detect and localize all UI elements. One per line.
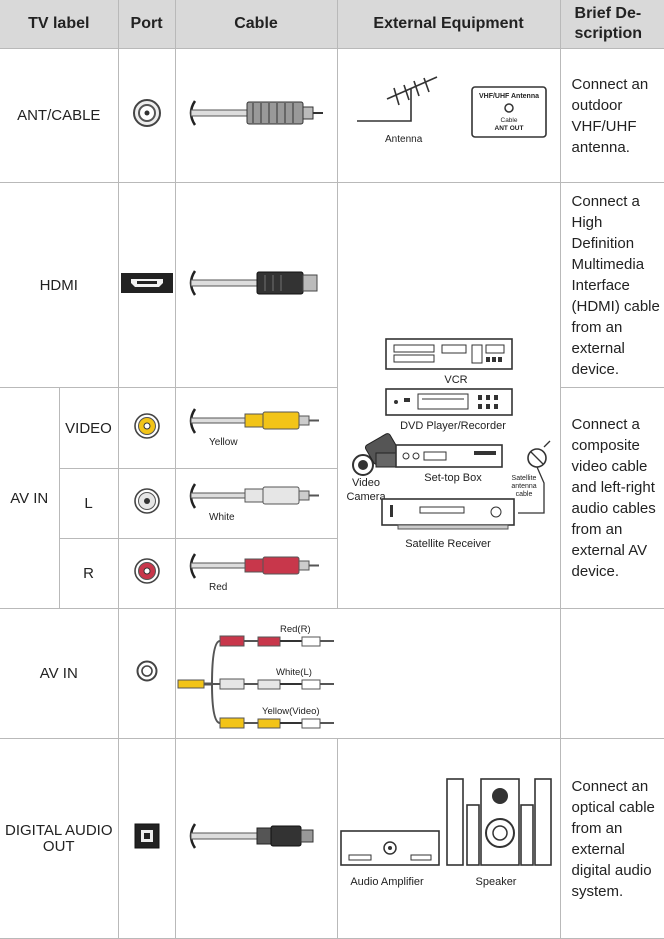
label-left: L [59,468,119,539]
rca-white-cable-icon: White [189,483,320,523]
av-devices-illustration: VCR DVD Player/Recorder Video [346,338,550,550]
row-hdmi: HDMI [0,182,664,609]
caption-amplifier: Audio Amplifier [350,876,424,888]
desc-av-in-mini [559,608,664,739]
port-ant-cable [117,48,176,183]
coax-cable-icon [189,100,324,126]
rca-red-port-icon [133,558,160,584]
header-tv-label: TV label [0,0,119,49]
cable-color-red: Red [209,582,227,593]
row-av-in-mini: AV IN [0,608,664,739]
row-digital-audio: DIGITAL AUDIO OUT [0,738,664,939]
adapter-label-red: Red(R) [280,624,311,635]
equipment-audio: Audio Amplifier Speaker [336,738,561,939]
antenna-illustration: Antenna VHF/UHF Antenna Cable ANT OUT [356,76,547,145]
header-external-equipment: External Equipment [336,0,561,49]
desc-av-in: Connect a composite video cable and left… [559,387,664,609]
speaker-icon [445,778,552,866]
rca-yellow-port-icon [133,412,160,439]
equipment-antenna: Antenna VHF/UHF Antenna Cable ANT OUT [336,48,561,183]
label-right: R [59,538,119,609]
cable-left: White [174,468,338,539]
port-left [117,468,176,539]
caption-camera-line2: Camera [346,491,386,503]
equipment-av-devices: VCR DVD Player/Recorder Video [336,182,561,609]
audio-amplifier-icon [339,830,440,866]
av-adapter-cable-icon: Red(R) White(L) Yellow(Video) [177,624,334,729]
coax-port-icon [132,99,161,127]
optical-cable-icon [189,823,314,849]
port-digital-audio [117,738,176,939]
port-right [117,538,176,609]
audio-system-illustration: Audio Amplifier Speaker [339,778,552,888]
cable-video: Yellow [174,387,338,469]
jack-box-sub2: ANT OUT [494,125,523,132]
wall-jack-icon [503,103,514,113]
header-port: Port [117,0,176,49]
jack-box-sub: Cable [500,117,517,124]
label-hdmi: HDMI [0,182,119,388]
row-av-left: L White [0,468,664,539]
caption-vcr: VCR [444,374,467,386]
cable-coax [174,48,338,183]
caption-sat-cable-2: antenna [511,483,536,490]
dvd-player-icon [384,388,513,416]
cable-color-white: White [209,512,235,523]
rca-white-port-icon [133,488,160,514]
hdmi-cable-icon [189,269,318,296]
label-av-in-group: AV IN [0,387,60,609]
desc-ant-cable: Connect an outdoor VHF/UHF antenna. [559,48,664,183]
optical-port-icon [134,823,160,849]
caption-dvd: DVD Player/Recorder [400,420,506,432]
cable-hdmi [174,182,338,388]
hdmi-port-icon [120,272,173,293]
caption-speaker: Speaker [475,876,516,888]
row-av-video: AV IN VIDEO Yellow Connect a composite v… [0,387,664,609]
rca-yellow-cable-icon: Yellow [189,407,320,448]
row-av-right: R Red [0,538,664,609]
cable-optical [174,738,338,939]
vcr-icon [384,338,513,370]
mini-jack-port-icon [136,660,158,682]
label-digital-audio: DIGITAL AUDIO OUT [0,738,119,939]
header-row: TV label Port Cable External Equipment B… [0,0,664,49]
port-av-in-mini [117,608,176,739]
caption-sat-cable-3: cable [515,491,532,498]
adapter-label-yellow: Yellow(Video) [262,706,320,717]
header-brief-description: Brief De-scription [559,0,664,49]
port-video [117,387,176,469]
rca-red-cable-icon: Red [189,553,320,593]
satellite-receiver-icon [380,498,515,530]
settop-box-icon [394,444,503,468]
antenna-caption: Antenna [385,134,423,145]
jack-box-title: VHF/UHF Antenna [479,93,539,100]
adapter-label-white: White(L) [276,667,312,678]
cable-right: Red [174,538,338,609]
antenna-icon [356,76,437,122]
port-hdmi [117,182,176,388]
caption-sat-cable-1: Satellite [511,475,536,482]
cable-color-yellow: Yellow [209,437,238,448]
label-video: VIDEO [58,387,119,469]
label-ant-cable: ANT/CABLE [0,48,119,183]
header-cable: Cable [174,0,338,49]
video-camera-icon [351,433,399,476]
desc-digital-audio: Connect an optical cable from an externa… [559,738,664,939]
caption-camera-line1: Video [352,477,380,489]
satellite-dish-icon [517,440,550,514]
desc-hdmi: Connect a High Definition Multimedia Int… [559,182,664,388]
caption-sat-receiver: Satellite Receiver [405,538,491,550]
label-av-in-mini: AV IN [0,608,119,739]
row-ant-cable: ANT/CABLE [0,48,664,183]
cable-av-adapter: Red(R) White(L) Yellow(Video) [174,608,561,739]
caption-settop: Set-top Box [424,472,482,484]
